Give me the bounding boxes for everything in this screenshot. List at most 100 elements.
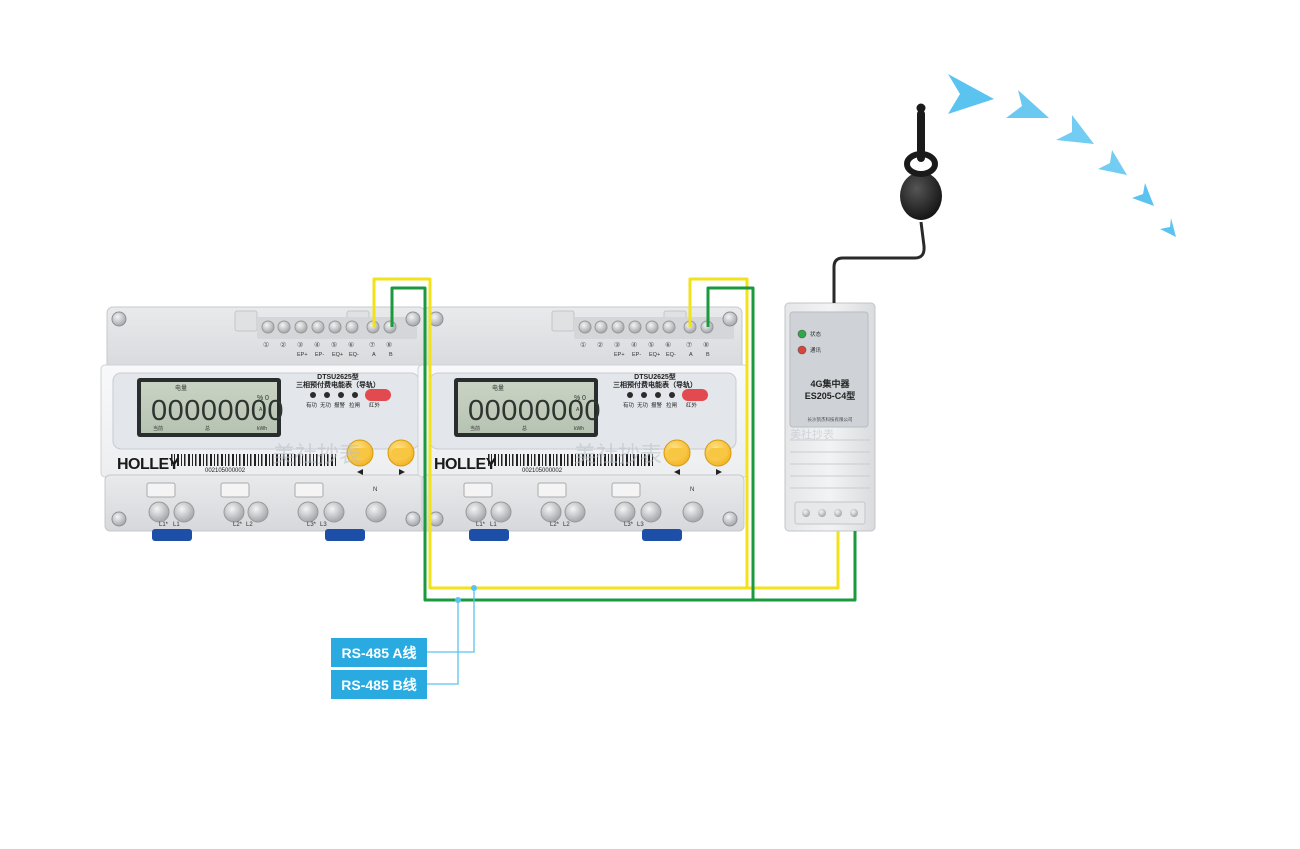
lcd-unit-mid: A	[576, 407, 580, 413]
meter-description: 三相预付费电能表（导轨）	[613, 380, 697, 389]
lcd-tag: 电量	[175, 384, 187, 392]
svg-text:②: ②	[597, 341, 603, 349]
svg-text:L1*: L1*	[476, 522, 486, 528]
svg-text:L2*: L2*	[233, 522, 243, 528]
concentrator-title: 4G集中器	[810, 378, 850, 389]
status-led-label: 状态	[810, 330, 822, 338]
lcd-bottom-total: 总	[522, 425, 527, 432]
signal-arrows	[948, 74, 1176, 237]
lcd-bottom-total: 总	[205, 425, 210, 432]
meter-model: DTSU2625型	[317, 372, 359, 381]
svg-text:EP+: EP+	[614, 352, 625, 358]
indicator-label-active: 有功	[623, 401, 635, 409]
wire-b-to-concentrator	[753, 531, 857, 602]
serial-number: 002105000002	[522, 468, 563, 474]
serial-number: 002105000002	[205, 468, 246, 474]
svg-text:B: B	[389, 352, 393, 358]
top-terminal-labels: EP+ EP- EQ+ EQ- A B	[614, 352, 710, 358]
svg-text:EP-: EP-	[632, 352, 641, 358]
antenna	[832, 103, 942, 303]
indicator-label-trip: 拉闸	[666, 401, 677, 409]
svg-text:EP-: EP-	[315, 352, 324, 358]
concentrator-model: ES205-C4型	[805, 390, 856, 401]
watermark: 美社抄表	[574, 442, 662, 467]
svg-text:EQ+: EQ+	[649, 352, 660, 358]
svg-text:⑤: ⑤	[331, 341, 337, 349]
lcd-bottom-unit: kWh	[574, 426, 584, 432]
signal-arrow-icon	[1098, 150, 1127, 175]
lcd-bottom-current: 当前	[470, 425, 480, 432]
concentrator-4g: 状态 通讯 4G集中器 ES205-C4型 长沙凯杰科技有限公司	[784, 302, 876, 532]
watermark: 美社抄表	[790, 427, 834, 441]
wire-b	[390, 286, 755, 602]
lcd-bottom-unit: kWh	[257, 426, 267, 432]
brand-logo: HOLLEY	[117, 456, 180, 473]
signal-arrow-icon	[948, 74, 994, 114]
svg-text:L2: L2	[563, 522, 570, 528]
indicator-label-active: 有功	[306, 401, 318, 409]
svg-text:③: ③	[297, 341, 303, 349]
signal-arrow-icon	[1056, 115, 1094, 144]
svg-text:A: A	[689, 352, 693, 358]
wire-a	[372, 277, 749, 590]
indicator-label-alarm: 报警	[651, 401, 663, 409]
svg-text:L3: L3	[320, 522, 327, 528]
status-led	[797, 329, 807, 339]
watermark: 美社抄表	[273, 442, 361, 467]
svg-text:N: N	[690, 487, 694, 493]
lcd-value: 00000000	[468, 395, 601, 427]
bottom-terminal-labels: L1* L1 L2* L2 L3* L3 N	[159, 487, 377, 528]
indicator-label-reactive: 无功	[637, 401, 649, 409]
svg-text:⑥: ⑥	[665, 341, 671, 349]
svg-text:L1: L1	[490, 522, 497, 528]
svg-text:③: ③	[614, 341, 620, 349]
svg-text:EQ+: EQ+	[332, 352, 343, 358]
ir-label: 红外	[686, 401, 698, 409]
svg-text:④: ④	[314, 341, 320, 349]
svg-text:⑦: ⑦	[369, 341, 375, 349]
top-terminal-numbers: ① ② ③ ④ ⑤ ⑥ ⑦ ⑧	[580, 341, 709, 349]
svg-text:⑧: ⑧	[703, 341, 709, 349]
svg-text:L1*: L1*	[159, 522, 169, 528]
indicator-label-alarm: 报警	[334, 401, 346, 409]
meter-model: DTSU2625型	[634, 372, 676, 381]
svg-text:L3*: L3*	[307, 522, 317, 528]
ir-label: 红外	[369, 401, 381, 409]
brand-logo: HOLLEY	[434, 456, 497, 473]
comm-led-label: 通讯	[810, 346, 822, 354]
svg-text:L3: L3	[637, 522, 644, 528]
svg-text:B: B	[706, 352, 710, 358]
signal-arrow-icon	[1160, 218, 1176, 237]
svg-text:L2*: L2*	[550, 522, 560, 528]
rs485-b-label: RS-485 B线	[331, 670, 427, 699]
wire-a-to-concentrator	[747, 531, 840, 590]
signal-arrow-icon	[1006, 90, 1049, 118]
bottom-terminal-labels: L1* L1 L2* L2 L3* L3 N	[476, 487, 694, 528]
svg-text:EQ-: EQ-	[349, 352, 359, 358]
svg-text:⑦: ⑦	[686, 341, 692, 349]
top-terminal-numbers: ① ② ③ ④ ⑤ ⑥ ⑦ ⑧	[263, 341, 392, 349]
svg-text:⑧: ⑧	[386, 341, 392, 349]
svg-text:L2: L2	[246, 522, 253, 528]
lcd-bottom-current: 当前	[153, 425, 163, 432]
lcd-unit-top: %	[574, 395, 580, 402]
svg-text:②: ②	[280, 341, 286, 349]
meter-2: 00000000 电量 % A 0 当前 总 kWh DTSU2625型 三相预…	[417, 306, 749, 542]
lcd-unit-mid: A	[259, 407, 263, 413]
rs485-wiring	[372, 277, 857, 602]
svg-text:N: N	[373, 487, 377, 493]
svg-text:A: A	[372, 352, 376, 358]
rs485-a-label: RS-485 A线	[331, 638, 427, 667]
concentrator-maker: 长沙凯杰科技有限公司	[808, 416, 853, 423]
svg-text:①: ①	[263, 341, 269, 349]
svg-text:⑥: ⑥	[348, 341, 354, 349]
svg-text:①: ①	[580, 341, 586, 349]
signal-arrow-icon	[1132, 183, 1154, 206]
svg-text:L3*: L3*	[624, 522, 634, 528]
lcd-unit-right: 0	[265, 395, 269, 402]
top-terminal-labels: EP+ EP- EQ+ EQ- A B	[297, 352, 393, 358]
lcd-value: 00000000	[151, 395, 284, 427]
lcd-unit-right: 0	[582, 395, 586, 402]
svg-text:EP+: EP+	[297, 352, 308, 358]
